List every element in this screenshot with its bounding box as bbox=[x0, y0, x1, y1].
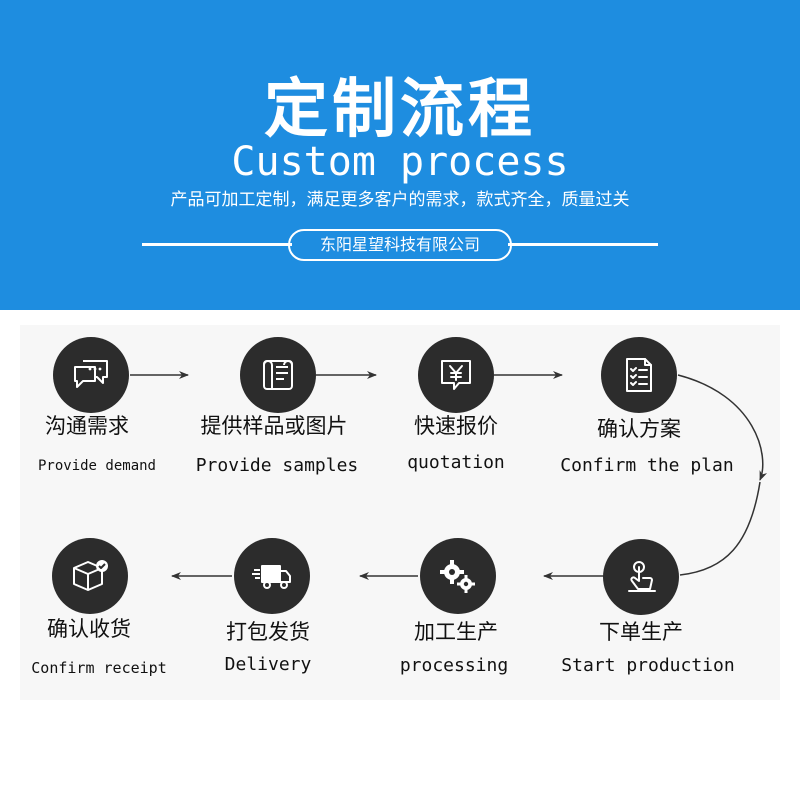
step-4-label-en: Confirm the plan bbox=[560, 455, 734, 476]
touch-icon bbox=[603, 539, 679, 615]
blueprint-icon bbox=[240, 337, 316, 413]
step-2-label-en: Provide samples bbox=[195, 455, 359, 476]
divider-left bbox=[142, 243, 292, 246]
arrow-curve-5 bbox=[679, 481, 761, 576]
step-6-label-en: processing bbox=[399, 655, 509, 676]
step-7-label-en: Delivery bbox=[224, 654, 312, 675]
step-2-label: 提供样品或图片 bbox=[200, 414, 348, 438]
box-check-icon bbox=[52, 538, 128, 614]
arrow-4-curve bbox=[677, 374, 768, 481]
step-3-label-en: quotation bbox=[407, 452, 505, 473]
company-badge: 东阳星望科技有限公司 bbox=[288, 229, 512, 261]
truck-icon bbox=[234, 538, 310, 614]
yen-tag-icon bbox=[418, 337, 494, 413]
page-title: 定制流程 bbox=[264, 73, 536, 147]
page-subtitle: 产品可加工定制，满足更多客户的需求，款式齐全，质量过关 bbox=[170, 190, 630, 210]
header-banner: 定制流程 Custom process 产品可加工定制，满足更多客户的需求，款式… bbox=[0, 0, 800, 310]
page-title-english: Custom process bbox=[231, 139, 569, 185]
step-8-label: 确认收货 bbox=[47, 617, 131, 641]
step-5-label: 下单生产 bbox=[599, 620, 683, 644]
gears-icon bbox=[420, 538, 496, 614]
divider-right bbox=[508, 243, 658, 246]
step-5-label-en: Start production bbox=[561, 655, 735, 676]
step-7-label: 打包发货 bbox=[226, 620, 310, 644]
checklist-icon bbox=[601, 337, 677, 413]
step-6-label: 加工生产 bbox=[414, 620, 498, 644]
step-4-label: 确认方案 bbox=[597, 417, 681, 441]
step-3-label: 快速报价 bbox=[414, 414, 498, 438]
step-1-label: 沟通需求 bbox=[45, 414, 129, 438]
step-8-label-en: Confirm receipt bbox=[31, 659, 167, 677]
chat-icon bbox=[53, 337, 129, 413]
step-1-label-en: Provide demand bbox=[37, 458, 156, 474]
